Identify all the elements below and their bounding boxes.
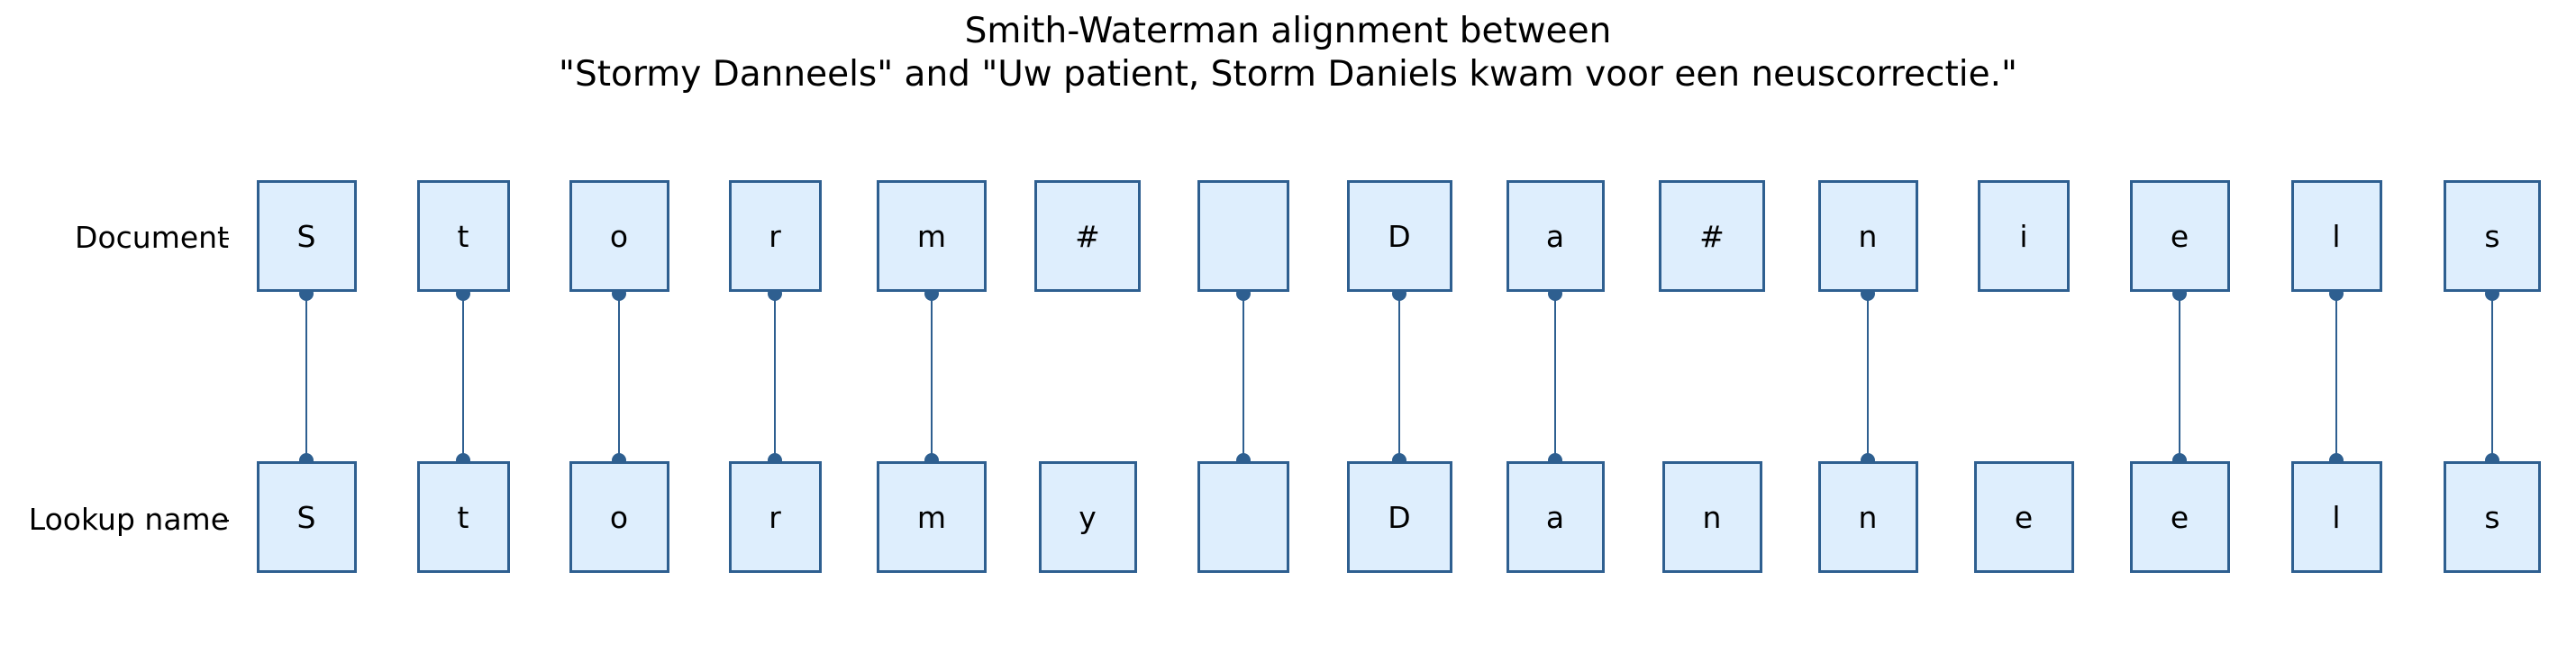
lookup-char-box: r <box>728 461 822 573</box>
lookup-char-box: e <box>2129 461 2230 573</box>
document-char-box: l <box>2290 180 2382 292</box>
lookup-char-box: n <box>1661 461 1762 573</box>
lookup-char-box: o <box>569 461 669 573</box>
lookup-char-box: e <box>1973 461 2074 573</box>
document-char-box: t <box>416 180 510 292</box>
document-char-box: s <box>2444 180 2541 292</box>
lookup-char-box: t <box>416 461 510 573</box>
lookup-char-box: a <box>1506 461 1605 573</box>
lookup-char-box: n <box>1817 461 1918 573</box>
title-line-1: Smith-Waterman alignment between <box>964 11 1612 51</box>
lookup-char-box <box>1197 461 1289 573</box>
lookup-char-box: S <box>256 461 357 573</box>
title-line-2: "Stormy Danneels" and "Uw patient, Storm… <box>559 54 2017 95</box>
document-char-box <box>1197 180 1289 292</box>
lookup-char-box: l <box>2290 461 2382 573</box>
document-char-box: o <box>569 180 669 292</box>
lookup-char-box: s <box>2444 461 2541 573</box>
document-char-box: n <box>1817 180 1918 292</box>
document-row-label: Document <box>75 220 229 255</box>
document-axis-tick <box>221 238 229 240</box>
document-char-box: # <box>1659 180 1765 292</box>
document-char-box: i <box>1978 180 2070 292</box>
lookup-axis-tick <box>221 520 229 522</box>
lookup-char-box: y <box>1038 461 1137 573</box>
lookup-char-box: D <box>1346 461 1452 573</box>
document-char-box: e <box>2129 180 2230 292</box>
lookup-row-label: Lookup name <box>28 502 229 537</box>
document-char-box: S <box>256 180 357 292</box>
document-char-box: m <box>877 180 987 292</box>
lookup-char-box: m <box>877 461 987 573</box>
document-char-box: D <box>1346 180 1452 292</box>
document-char-box: # <box>1034 180 1141 292</box>
document-char-box: r <box>728 180 822 292</box>
document-char-box: a <box>1506 180 1605 292</box>
